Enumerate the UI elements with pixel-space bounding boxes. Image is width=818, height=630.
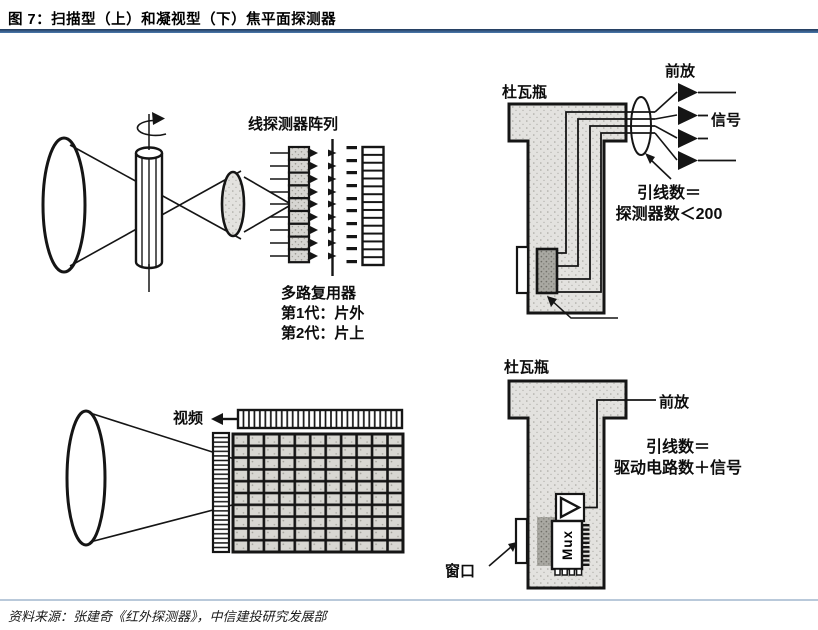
feedthrough-ellipse	[630, 96, 652, 156]
light-rays	[69, 144, 290, 267]
output-arrowheads	[309, 148, 318, 261]
preamp-triangle-icon	[559, 496, 582, 519]
rotation-arrow-icon	[136, 112, 167, 137]
focal-plane-array-grid	[231, 432, 405, 554]
signal-output-lines	[698, 91, 736, 162]
vertical-shift-register	[211, 431, 231, 554]
staring-leads-line1: 引线数＝	[645, 439, 710, 456]
horizontal-shift-register	[236, 408, 404, 430]
window-tab	[514, 517, 529, 565]
fan-lines	[654, 91, 678, 161]
relay-lens	[220, 170, 246, 238]
gen1-label: 第1代：片外	[281, 305, 365, 322]
title-divider	[0, 29, 818, 33]
shift-ticks	[328, 149, 337, 260]
scanning-dewar-diagram	[507, 83, 736, 319]
scanning-leads-equation: 引线数＝ 探测器数＜200	[588, 183, 750, 225]
preamp-cell	[554, 492, 586, 523]
scanning-leads-line1: 引线数＝	[636, 185, 701, 202]
objective-lens	[65, 409, 107, 547]
scanning-dewar-label: 杜瓦瓶	[502, 84, 548, 101]
staring-optics-diagram	[65, 408, 405, 554]
mux-bottom-pins	[554, 568, 583, 576]
staring-leads-line2: 驱动电路数＋信号	[613, 460, 742, 477]
scanning-optics-diagram	[41, 112, 385, 292]
lead-wires	[557, 111, 655, 293]
window-pointer-arrow	[488, 542, 517, 567]
source-line: 资料来源：张建奇《红外探测器》，中信建投研究发展部	[8, 609, 327, 624]
mux-register-column	[361, 145, 385, 267]
footer-divider	[0, 599, 818, 601]
multiplexer-label: 多路复用器	[281, 285, 357, 302]
staring-leads-equation: 引线数＝ 驱动电路数＋信号	[592, 437, 764, 479]
scan-drum	[134, 114, 164, 292]
video-arrow-icon	[211, 413, 238, 425]
incoming-rays	[270, 152, 289, 257]
window-label: 窗口	[445, 563, 476, 580]
scanning-preamp-label: 前放	[665, 63, 696, 80]
figure-title: 图 7：扫描型（上）和凝视型（下）焦平面探测器	[8, 12, 337, 28]
video-label: 视频	[173, 410, 204, 427]
staring-dewar-diagram	[488, 379, 656, 590]
window-tab	[515, 245, 530, 295]
scanning-leads-line2: 探测器数＜200	[615, 206, 723, 223]
leads-pointer-arrow	[645, 153, 672, 180]
detector-chip	[535, 247, 559, 295]
mux-side-pins	[582, 524, 590, 566]
detector-cell-column	[287, 145, 311, 264]
staring-dewar-label: 杜瓦瓶	[504, 359, 550, 376]
line-detector-array-label: 线探测器阵列	[248, 116, 339, 133]
objective-lens	[41, 136, 87, 274]
preamp-triangles	[678, 83, 698, 170]
gen2-label: 第2代：片上	[281, 325, 365, 342]
detector-pointer-line	[547, 296, 618, 319]
signal-label: 信号	[711, 112, 742, 129]
signal-wire	[584, 399, 656, 509]
staring-preamp-label: 前放	[659, 394, 690, 411]
mux-chip-label: Mux	[559, 530, 575, 560]
dash-column	[346, 146, 357, 264]
